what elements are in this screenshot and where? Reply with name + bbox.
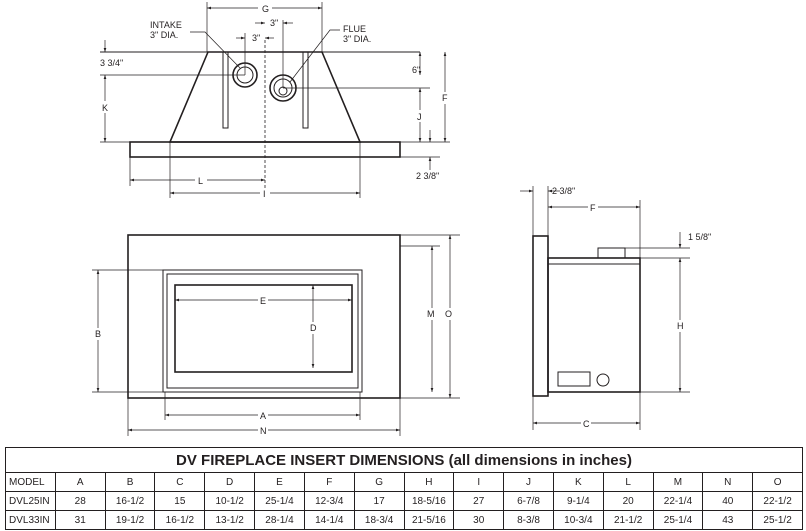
dimension-cell: H xyxy=(403,472,455,492)
dimension-cell: B xyxy=(104,472,156,492)
dim-j-label: J xyxy=(417,112,422,122)
dimension-cell: M xyxy=(652,472,704,492)
dimension-cell: C xyxy=(154,472,206,492)
dim-f-side-label: F xyxy=(590,203,596,213)
dimension-cell: 25-1/2 xyxy=(752,510,803,530)
dim-3-3-4-label: 3 3/4" xyxy=(100,58,123,68)
dimension-cell: N xyxy=(702,472,754,492)
dim-c-label: C xyxy=(583,419,590,429)
dim-k-label: K xyxy=(102,103,108,113)
dim-i-label: I xyxy=(263,189,266,199)
dim-e-label: E xyxy=(260,296,266,306)
dim-3in-intake-label: 3" xyxy=(252,33,260,43)
dimension-cell: 27 xyxy=(453,491,505,511)
flue-dia-label: 3" DIA. xyxy=(343,34,371,44)
dimension-cell: 43 xyxy=(702,510,754,530)
intake-label: INTAKE xyxy=(150,20,182,30)
dimension-cell: A xyxy=(54,472,106,492)
dimension-cell: 16-1/2 xyxy=(154,510,206,530)
dimension-cell: 10-1/2 xyxy=(204,491,256,511)
flue-label: FLUE xyxy=(343,24,366,34)
dimension-cell: 30 xyxy=(453,510,505,530)
dimension-cell: 21-1/2 xyxy=(602,510,654,530)
dim-h-label: H xyxy=(677,321,684,331)
dimension-cell: 13-1/2 xyxy=(204,510,256,530)
intake-dia-label: 3" DIA. xyxy=(150,30,178,40)
dimension-cell: G xyxy=(353,472,405,492)
dimension-cell: 20 xyxy=(602,491,654,511)
dim-2-3-8-top-label: 2 3/8" xyxy=(416,171,439,181)
dim-n-label: N xyxy=(260,426,267,436)
dimension-cell: 17 xyxy=(353,491,405,511)
dim-1-5-8-label: 1 5/8" xyxy=(688,232,711,242)
dimension-cell: 15 xyxy=(154,491,206,511)
control-panel-icon xyxy=(557,371,591,387)
dim-b-label: B xyxy=(95,329,101,339)
dimension-cell: 6-7/8 xyxy=(503,491,554,511)
dimension-cell: 12-3/4 xyxy=(303,491,355,511)
dimensions-table: DV FIREPLACE INSERT DIMENSIONS (all dime… xyxy=(5,447,803,530)
dimension-cell: K xyxy=(552,472,604,492)
dimension-cell: 22-1/2 xyxy=(752,491,803,511)
model-cell: DVL25IN xyxy=(5,491,56,511)
dimension-cell: 22-1/4 xyxy=(652,491,704,511)
dimension-cell: D xyxy=(204,472,256,492)
model-cell: DVL33IN xyxy=(5,510,56,530)
dimension-cell: 40 xyxy=(702,491,754,511)
dimension-cell: 10-3/4 xyxy=(552,510,604,530)
dimension-cell: 28 xyxy=(54,491,106,511)
table-title: DV FIREPLACE INSERT DIMENSIONS (all dime… xyxy=(5,447,803,473)
dimension-cell: 19-1/2 xyxy=(104,510,156,530)
dim-3in-flue-label: 3" xyxy=(270,18,278,28)
dimension-cell: I xyxy=(453,472,505,492)
dim-f-top-label: F xyxy=(442,93,448,103)
dim-l-label: L xyxy=(198,176,203,186)
dimension-cell: 28-1/4 xyxy=(254,510,305,530)
front-view: B E D M O A N xyxy=(92,234,460,436)
model-cell: MODEL xyxy=(5,472,56,492)
dimension-cell: 25-1/4 xyxy=(652,510,704,530)
dimension-cell: 21-5/16 xyxy=(403,510,455,530)
dim-d-label: D xyxy=(310,323,317,333)
dim-2-3-8-side-label: 2 3/8" xyxy=(552,186,575,196)
dimension-cell: 8-3/8 xyxy=(503,510,554,530)
dim-o-label: O xyxy=(445,309,452,319)
dimension-cell: O xyxy=(752,472,803,492)
dimension-cell: J xyxy=(503,472,554,492)
dimension-cell: 18-3/4 xyxy=(353,510,405,530)
dimension-cell: F xyxy=(303,472,355,492)
dim-m-label: M xyxy=(427,309,435,319)
dimension-cell: L xyxy=(602,472,654,492)
dimension-cell: 31 xyxy=(54,510,106,530)
dimension-cell: E xyxy=(254,472,305,492)
top-view: G 3" 3" INTAKE 3" DIA. FLUE 3" DIA. 3 3/… xyxy=(100,2,450,200)
dimension-cell: 25-1/4 xyxy=(254,491,305,511)
side-view: 2 3/8" F 1 5/8" H C xyxy=(520,186,711,430)
dimension-cell: 9-1/4 xyxy=(552,491,604,511)
dimension-cell: 16-1/2 xyxy=(104,491,156,511)
dim-6in-label: 6" xyxy=(412,65,420,75)
gas-valve-icon xyxy=(596,373,610,387)
fireplace-insert-drawing: G 3" 3" INTAKE 3" DIA. FLUE 3" DIA. 3 3/… xyxy=(92,2,711,436)
dimension-cell: 14-1/4 xyxy=(303,510,355,530)
dim-a-label: A xyxy=(260,411,266,421)
dim-g-label: G xyxy=(262,4,269,14)
dimension-cell: 18-5/16 xyxy=(403,491,455,511)
